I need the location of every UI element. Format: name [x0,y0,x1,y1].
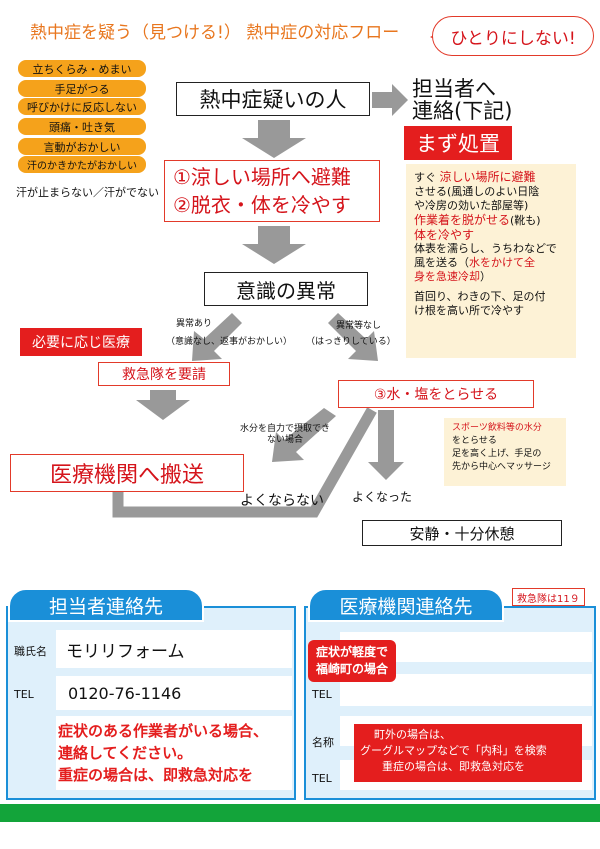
rest-box: 安静・十分休憩 [362,520,562,546]
note-text: ） [480,270,491,283]
mild-line: 福崎町の場合 [315,662,388,676]
consciousness-box: 意識の異常 [204,272,368,306]
hospital-box: 医療機関へ搬送 [10,454,244,492]
cant-drink-label: 水分を自力で摂取でき ない場合 [240,424,330,446]
contact-line: 担当者へ [412,77,496,101]
note-text: させる(風通しのよい日陰 [414,185,540,198]
step1-line: ②脱衣・体を冷やす [173,193,351,217]
return-path [112,407,377,518]
footer-stripe [0,804,600,822]
contact-panel-title: 担当者連絡先 [8,588,204,622]
note-text: や冷房の効いた部屋等) [414,199,529,212]
tel-label: TEL [14,688,34,701]
arrow-down-right-icon [328,313,378,361]
arrow-down-icon [242,120,306,158]
contact-message: 症状のある作業者がいる場合、 連絡してください。 重症の場合は、即救急対応を [56,716,292,790]
mild-line: 症状が軽度で [315,645,388,659]
note-highlight: 体を冷やす [414,228,475,242]
symptom-pill: 言動がおかしい [18,138,146,155]
medical-tel-label-2: TEL [312,772,332,785]
page-title: 熱中症を疑う（見つける!） 熱中症の対応フロー [30,23,400,43]
note-highlight: 水をかけて全 [469,256,535,269]
suspect-box: 熱中症疑いの人 [176,82,370,116]
note-highlight: 作業着を脱がせる [414,213,511,227]
arrow-down-icon [136,390,190,420]
outside-note-line: 重症の場合は、即救急対応を [382,760,525,773]
abnormal-detail: （意識なし、返事がおかしい） [166,337,293,347]
message-line: 症状のある作業者がいる場合、 [58,722,269,740]
symptom-text: 汗が止まらない／汗がでない [16,186,159,199]
symptom-pill: 手足がつる [18,80,146,97]
tel-value: 0120-76-1146 [56,676,292,710]
note-highlight: 身を急速冷却 [414,270,480,283]
medical-name-label: 名称 [312,736,334,749]
arrow-down-icon [242,226,306,264]
symptom-pill: 立ちくらみ・めまい [18,60,146,77]
drink-notes: スポーツ飲料等の水分 をとらせる 足を高く上げ、手足の 先から中心へマッサージ [444,418,566,486]
better-label: よくなった [352,490,413,504]
note-highlight: 涼しい場所に避難 [439,170,536,184]
ambulance-box: 救急隊を要請 [98,362,230,386]
first-aid-notes: すぐ 涼しい場所に避難 させる(風通しのよい日陰 や冷房の効いた部屋等) 作業着… [406,164,576,358]
cant-drink-line: 水分を自力で摂取でき [240,424,331,434]
message-line: 重症の場合は、即救急対応を [58,766,254,784]
message-line: 連絡してください。 [58,744,193,762]
arrow-down-icon [368,410,404,480]
first-aid-badge: まず処置 [404,126,512,160]
water-salt-box: ③水・塩をとらせる [338,380,534,408]
note-text: すぐ [414,171,436,184]
note-text: 体表を濡らし、うちわなどで [414,242,557,255]
note-text: 風を送る（ [414,256,469,269]
arrow-right-icon [372,84,408,116]
name-value: モリリフォーム [56,630,292,668]
cant-drink-line: ない場合 [267,435,304,445]
note-text: (靴も) [510,214,541,227]
normal-label: 異常等なし [336,321,382,331]
mild-case-badge: 症状が軽度で 福崎町の場合 [308,640,396,682]
name-label: 職氏名 [14,645,47,658]
symptom-pill: 汗のかきかたがおかしい [18,156,146,173]
medical-tel-label: TEL [312,688,332,701]
note-text: 首回り、わきの下、足の付 [414,290,546,303]
symptom-pill: 頭痛・吐き気 [18,118,146,135]
not-better-label: よくならない [240,493,324,509]
note-text: をとらせる [452,436,497,446]
step1-line: ①涼しい場所へ避難 [173,165,351,189]
arrow-down-left-icon [272,408,336,462]
note-text: 足を高く上げ、手足の [452,449,542,459]
outside-note-line: 町外の場合は、 [374,728,451,741]
note-highlight: スポーツ飲料等の水分 [452,423,542,433]
outside-note: 町外の場合は、 グーグルマップなどで「内科」を検索 重症の場合は、即救急対応を [354,724,582,782]
medical-panel-title: 医療機関連絡先 [308,588,504,622]
contact-line: 連絡(下記) [412,99,513,123]
step1-box: ①涼しい場所へ避難 ②脱衣・体を冷やす [164,160,380,222]
symptom-pill: 呼びかけに反応しない [18,98,146,115]
callout-bubble: ひとりにしない! [432,16,594,56]
note-text: 先から中心へマッサージ [452,462,551,472]
normal-detail: （はっきりしている） [306,337,396,347]
outside-note-line: グーグルマップなどで「内科」を検索 [360,744,547,757]
medical-as-needed-badge: 必要に応じ医療 [20,328,142,356]
ambulance-number-badge: 救急隊は11９ [512,588,585,606]
note-text: け根を高い所で冷やす [414,304,524,317]
arrow-down-left-icon [192,313,242,361]
abnormal-label: 異常あり [176,319,213,329]
contact-text: 担当者へ 連絡(下記) [412,78,512,122]
